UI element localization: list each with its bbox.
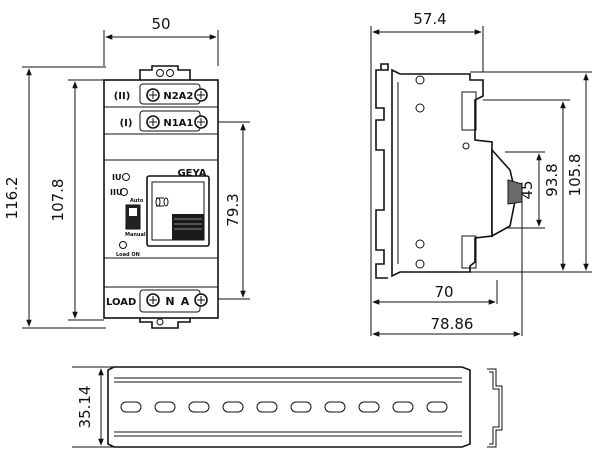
indicator-2-led: [120, 188, 128, 196]
dim-terminal-spacing: 79.3: [224, 193, 242, 226]
label-terminal-a2: A2: [179, 91, 194, 102]
side-body: [391, 68, 493, 278]
label-source-2: (II): [114, 91, 131, 102]
rail-slot: [290, 401, 312, 413]
rail-slot: [392, 401, 414, 413]
rail-slot: [256, 401, 278, 413]
rail-slot: [154, 401, 176, 413]
rail-slot: [188, 401, 210, 413]
label-source-1: (I): [120, 118, 133, 129]
dim-front-body-height: 107.8: [49, 179, 67, 222]
dim-side-depth-top: 57.4: [413, 10, 446, 28]
dim-side-depth-mid: 70: [434, 283, 453, 301]
label-terminal-n: N: [165, 295, 174, 308]
brand-logo: GEYA: [177, 168, 206, 179]
label-indicator-2: IIU: [110, 188, 122, 197]
indicator-1-led: [122, 173, 130, 181]
front-view: 50 116.2 107.8 79.3 (II) N2 A2 (I) N1: [3, 15, 250, 329]
load-indicator-led: [119, 241, 127, 249]
dim-front-width: 50: [151, 15, 170, 33]
label-load-indicator: Load ON: [116, 252, 140, 258]
rail-slot: [358, 401, 380, 413]
dim-front-total-height: 116.2: [3, 177, 21, 220]
label-terminal-n2: N2: [163, 91, 178, 102]
rail-slot: [222, 401, 244, 413]
label-terminal-a: A: [181, 295, 190, 308]
dim-side-depth-total: 78.86: [431, 315, 474, 333]
dim-side-height-inner: 93.8: [543, 163, 561, 196]
dim-rail-height: 35.14: [76, 386, 94, 429]
din-rail: 35.14: [72, 366, 503, 448]
rail-profile: [487, 368, 503, 448]
rail-slot: [120, 401, 142, 413]
rail-slots: [120, 401, 448, 413]
label-indicator-1: IU: [112, 173, 121, 182]
label-terminal-a1: A1: [179, 118, 194, 129]
label-terminal-n1: N1: [163, 118, 178, 129]
transfer-handle: [172, 214, 204, 240]
label-mode-auto: Auto: [130, 198, 144, 204]
label-mode-manual: Manual: [125, 232, 146, 238]
rail-slot: [324, 401, 346, 413]
label-load: LOAD: [106, 297, 136, 308]
rail-slot: [426, 401, 448, 413]
side-view: 57.4 105.8 93.8 45 70 78.86: [370, 10, 592, 337]
dim-side-height-outer: 105.8: [566, 154, 584, 197]
side-handle: [507, 179, 523, 205]
rail-body: [107, 366, 471, 448]
